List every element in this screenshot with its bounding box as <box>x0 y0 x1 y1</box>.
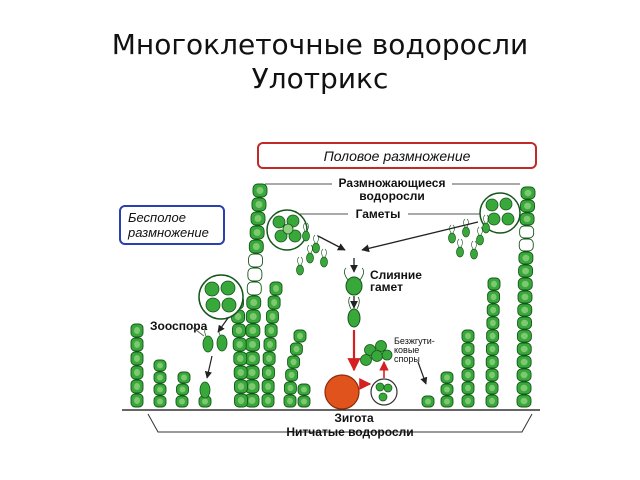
zygote-label: Зигота <box>334 411 374 425</box>
gamete-packet-right <box>479 192 521 234</box>
gamete <box>296 256 304 276</box>
filament-3 <box>175 371 191 408</box>
filamentous-algae-group <box>130 277 501 408</box>
filament-9 <box>421 395 435 408</box>
filament-4 <box>198 395 212 408</box>
slide-title: Многоклеточные водоросли Улотрикс <box>0 28 640 96</box>
gamete <box>476 226 484 246</box>
reproducing-filament-left <box>244 183 268 408</box>
title-line-1: Многоклеточные водоросли <box>111 28 529 61</box>
filament-1 <box>130 323 144 408</box>
arrow-spore-settle <box>417 361 428 385</box>
sexual-reproduction-label: Половое размножение <box>324 148 471 164</box>
zoospore-label: Зооспора <box>150 319 208 333</box>
gamete <box>482 214 490 234</box>
zoospore-packet <box>198 274 244 320</box>
spores-cluster <box>360 340 393 366</box>
planozygote <box>347 296 361 328</box>
swimming-gametes <box>296 214 490 276</box>
gamete <box>448 224 456 244</box>
fusing-gametes <box>344 267 364 296</box>
reproducing-algae-label-1: Размножающиеся <box>339 176 446 190</box>
filament-right-cells <box>516 186 536 408</box>
title-line-2: Улотрикс <box>251 62 389 95</box>
filament-8 <box>297 383 311 408</box>
filament-7 <box>283 329 307 408</box>
spores-label-1: Безжгути- <box>394 336 435 346</box>
gamete <box>456 238 464 258</box>
germinating-zygote <box>370 378 398 406</box>
gamete <box>462 218 470 238</box>
arrow-gametes-right <box>361 221 479 253</box>
asexual-reproduction-label-1: Бесполое <box>128 210 186 225</box>
filament-12 <box>485 277 501 408</box>
zygote <box>324 374 360 410</box>
gamete-fusion-label-2: гамет <box>370 280 403 294</box>
swimming-zoospores <box>199 325 228 399</box>
gamete <box>470 240 478 260</box>
leader-line-zoospore <box>191 326 205 337</box>
gamete <box>302 222 310 242</box>
gamete <box>320 248 328 268</box>
gamete <box>312 234 320 254</box>
reproducing-algae-label-2: водоросли <box>359 189 425 203</box>
filament-11 <box>461 329 475 408</box>
gamete-packet-left <box>266 209 308 251</box>
gamete-fusion-label-1: Слияние <box>370 268 422 282</box>
filament-left-cells <box>244 183 268 408</box>
filament-6 <box>261 281 283 408</box>
arrow-zoospore-release <box>217 317 229 333</box>
filament-10 <box>440 371 454 408</box>
spores-label-3: споры <box>394 354 420 364</box>
reproducing-filament-right <box>516 186 536 408</box>
filament-2 <box>153 359 167 408</box>
gametes-label: Гаметы <box>356 207 401 221</box>
filamentous-algae-label: Нитчатые водоросли <box>286 425 413 439</box>
asexual-reproduction-box <box>119 205 225 245</box>
asexual-reproduction-label-2: размножение <box>127 225 209 240</box>
arrow-gametes-left <box>317 235 346 251</box>
filament-bracket <box>147 413 533 433</box>
spores-label-2: ковые <box>394 345 419 355</box>
gamete <box>306 244 314 264</box>
sexual-reproduction-box <box>257 142 537 169</box>
arrow-zoospore-settle <box>204 355 213 379</box>
